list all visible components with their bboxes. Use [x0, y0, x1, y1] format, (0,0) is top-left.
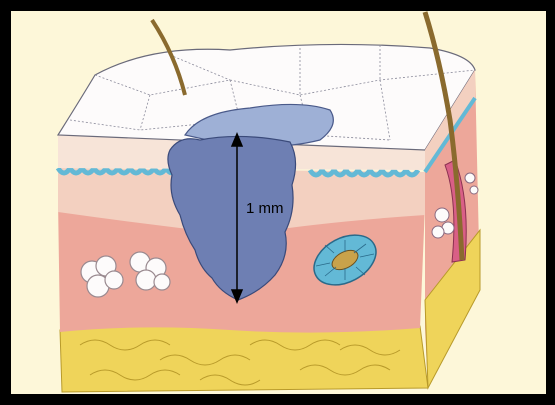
measurement-label: 1 mm [246, 200, 284, 217]
subcutaneous-fat-layer [60, 325, 428, 392]
